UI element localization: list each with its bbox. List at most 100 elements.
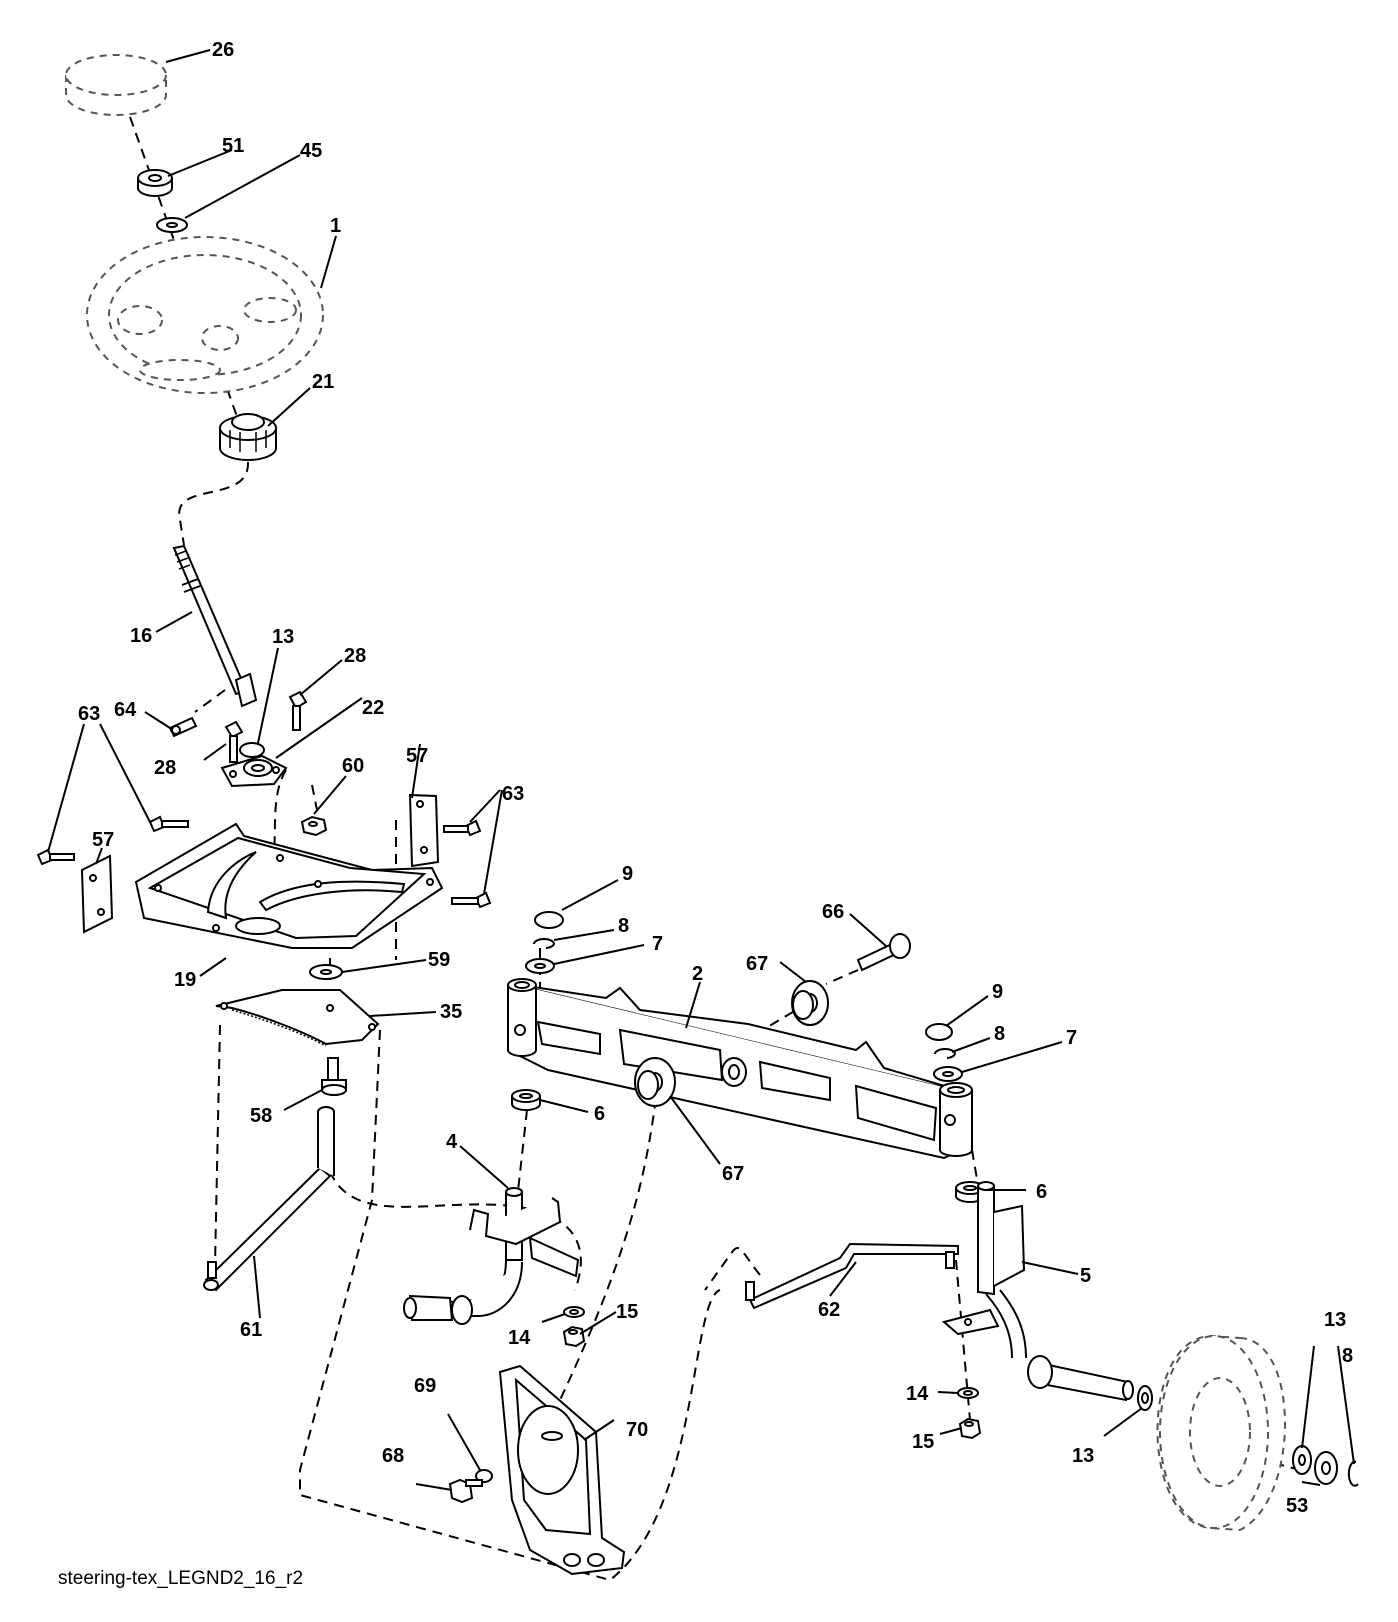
nut-15-right <box>958 1417 982 1440</box>
cover-plate-70 <box>498 1364 626 1576</box>
label-67: 67 <box>746 953 768 975</box>
leader-lines <box>47 49 1355 1491</box>
bolt-68 <box>448 1478 483 1504</box>
label-15: 15 <box>912 1431 934 1453</box>
label-60: 60 <box>342 755 364 777</box>
label-26: 26 <box>212 39 234 61</box>
spindle-5-right <box>941 1181 1134 1402</box>
flange-bearing-22 <box>220 754 288 788</box>
label-35: 35 <box>440 1001 462 1023</box>
label-62: 62 <box>818 1299 840 1321</box>
washer-53 <box>1314 1451 1338 1485</box>
bolt-28-upper <box>288 690 308 731</box>
front-axle-2 <box>507 978 973 1160</box>
washer-45 <box>156 217 188 233</box>
label-5: 5 <box>1080 1265 1091 1287</box>
label-6: 6 <box>1036 1181 1047 1203</box>
drag-link-61 <box>203 1106 335 1292</box>
bearing-13-upper <box>239 742 265 758</box>
washer-13-outer <box>1292 1445 1312 1475</box>
bolt-28-lower <box>224 720 244 763</box>
bolt-63-left-a <box>36 848 75 866</box>
label-59: 59 <box>428 949 450 971</box>
label-13: 13 <box>1324 1309 1346 1331</box>
label-61: 61 <box>240 1319 262 1341</box>
spacer-67-lower <box>634 1057 676 1107</box>
front-tire <box>1156 1334 1286 1532</box>
plate-19 <box>134 822 444 949</box>
label-57: 57 <box>92 829 114 851</box>
nut-15-left <box>562 1325 586 1348</box>
label-67: 67 <box>722 1163 744 1185</box>
bolt-63-left-b <box>148 815 189 833</box>
sector-gear-35 <box>215 989 380 1047</box>
steering-shaft-16 <box>172 544 258 708</box>
cap-9-left <box>534 911 564 929</box>
diagram-caption: steering-tex_LEGND2_16_r2 <box>58 1568 303 1589</box>
label-19: 19 <box>174 969 196 991</box>
label-58: 58 <box>250 1105 272 1127</box>
pivot-bolt-66 <box>856 933 911 972</box>
label-16: 16 <box>130 625 152 647</box>
bolt-63-right-a <box>443 819 482 837</box>
label-7: 7 <box>1066 1027 1077 1049</box>
washer-14-right <box>957 1387 979 1399</box>
washer-7-right <box>933 1066 963 1082</box>
label-70: 70 <box>626 1419 648 1441</box>
bracket-57-right <box>408 793 440 868</box>
washer-59 <box>309 964 343 980</box>
bracket-57-left <box>80 854 114 934</box>
bolt-63-right-b <box>451 891 492 909</box>
label-28: 28 <box>154 757 176 779</box>
label-45: 45 <box>300 140 322 162</box>
label-53: 53 <box>1286 1495 1308 1517</box>
nut-60 <box>300 815 328 837</box>
washer-14-left <box>563 1306 585 1318</box>
label-63: 63 <box>78 703 100 725</box>
steering-wheel-1 <box>86 236 324 394</box>
label-51: 51 <box>222 135 244 157</box>
steering-cap-26 <box>65 54 167 116</box>
nut-51 <box>137 169 173 197</box>
hub-adapter-21 <box>219 413 277 461</box>
spindle-4-left <box>403 1187 580 1325</box>
label-28: 28 <box>344 645 366 667</box>
ring-8-left <box>533 938 556 949</box>
label-69: 69 <box>414 1375 436 1397</box>
spacer-67-upper <box>791 980 829 1026</box>
label-1: 1 <box>330 215 341 237</box>
label-8: 8 <box>618 915 629 937</box>
ring-8-wheel <box>1347 1460 1359 1487</box>
label-8: 8 <box>994 1023 1005 1045</box>
label-13: 13 <box>272 626 294 648</box>
washer-13-spindle <box>1137 1385 1153 1411</box>
label-14: 14 <box>906 1383 929 1405</box>
label-68: 68 <box>382 1445 404 1467</box>
label-64: 64 <box>114 699 137 721</box>
label-4: 4 <box>446 1131 458 1153</box>
label-57: 57 <box>406 745 428 767</box>
label-9: 9 <box>992 981 1003 1003</box>
washer-7-left <box>525 958 555 974</box>
label-2: 2 <box>692 963 703 985</box>
label-7: 7 <box>652 933 663 955</box>
label-63: 63 <box>502 783 524 805</box>
label-22: 22 <box>362 697 384 719</box>
bushing-6-left <box>511 1089 541 1111</box>
label-14: 14 <box>508 1327 531 1349</box>
label-8: 8 <box>1342 1345 1353 1367</box>
label-6: 6 <box>594 1103 605 1125</box>
label-21: 21 <box>312 371 334 393</box>
clip-64 <box>168 716 198 738</box>
ring-8-right <box>934 1048 957 1059</box>
tie-rod-62 <box>745 1242 959 1310</box>
label-66: 66 <box>822 901 844 923</box>
label-13: 13 <box>1072 1445 1094 1467</box>
cap-9-right <box>925 1023 953 1041</box>
label-9: 9 <box>622 863 633 885</box>
part-labels: 26 51 45 1 21 16 13 28 22 64 63 28 60 57… <box>78 39 1353 1517</box>
pivot-bolt-58 <box>321 1057 347 1096</box>
label-15: 15 <box>616 1301 638 1323</box>
